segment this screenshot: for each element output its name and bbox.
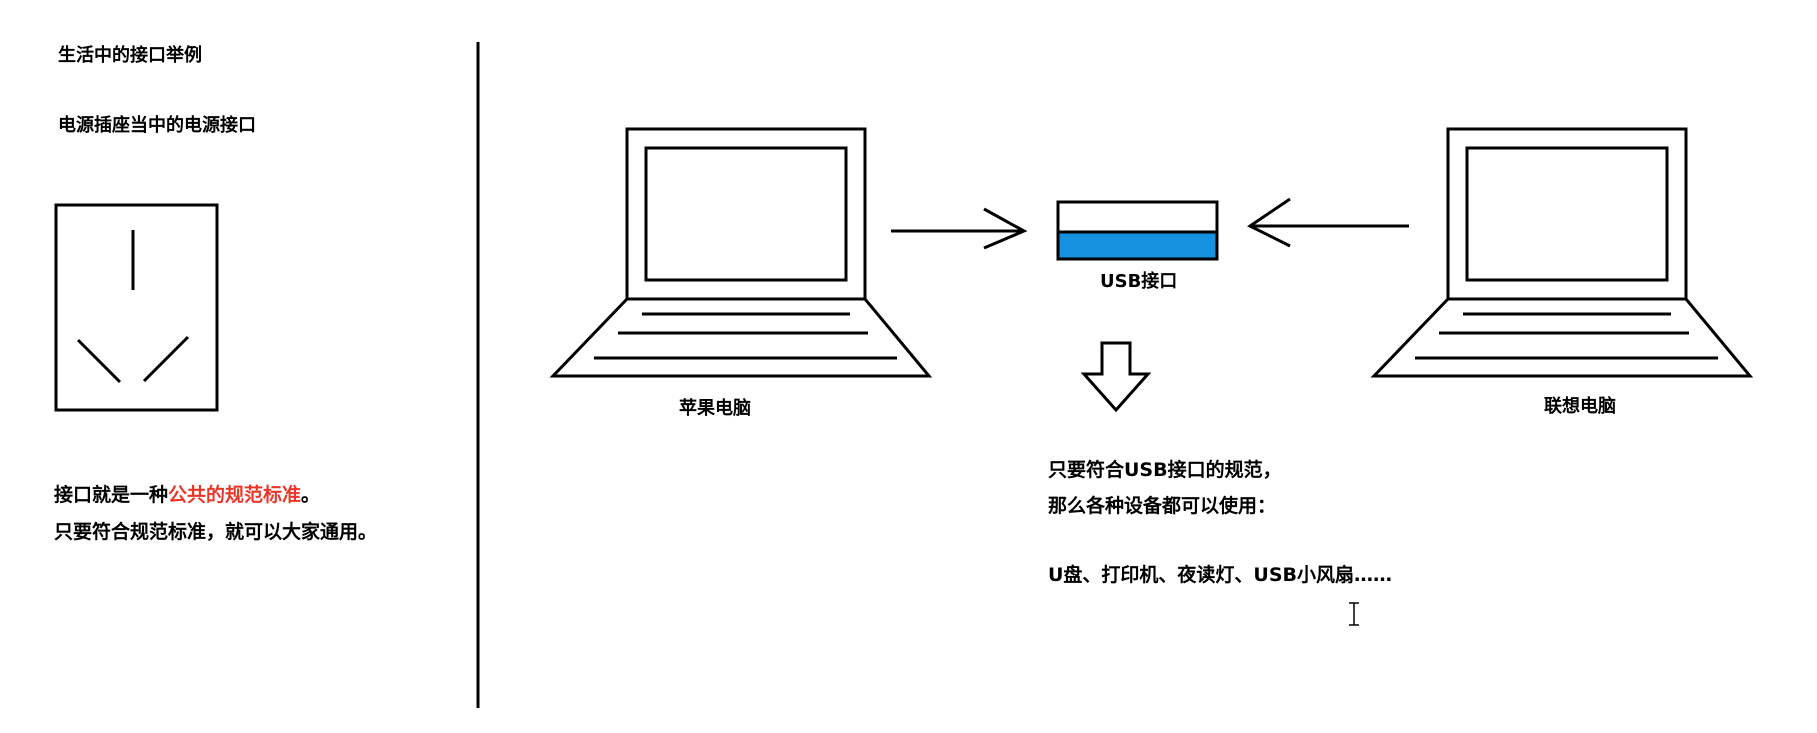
result-line-1: 只要符合USB接口的规范， (1048, 459, 1282, 481)
arrow-down-icon (1080, 341, 1152, 413)
definition-suffix: 。 (301, 484, 321, 506)
arrow-left-icon (1247, 197, 1409, 248)
result-line-2: 那么各种设备都可以使用： (1048, 495, 1277, 517)
interface-definition: 接口就是一种公共的规范标准。 (54, 486, 320, 505)
interface-definition-line2: 只要符合规范标准，就可以大家通用。 (54, 521, 378, 543)
usb-port-icon (1056, 200, 1219, 261)
usb-label: USB接口 (1100, 271, 1178, 292)
socket-subtitle: 电源插座当中的电源接口 (58, 115, 256, 136)
laptop-left-icon (549, 127, 933, 378)
text-cursor-icon (1349, 602, 1359, 626)
laptop-right-icon (1370, 127, 1754, 378)
laptop-right-label: 联想电脑 (1544, 396, 1616, 417)
laptop-left-label: 苹果电脑 (679, 398, 751, 419)
page-title: 生活中的接口举例 (58, 45, 202, 66)
arrow-right-icon (891, 207, 1028, 250)
power-socket-icon (54, 203, 219, 412)
definition-prefix: 接口就是一种 (54, 484, 169, 506)
result-line-3: U盘、打印机、夜读灯、USB小风扇…… (1048, 564, 1393, 586)
definition-highlight: 公共的规范标准 (168, 484, 302, 506)
